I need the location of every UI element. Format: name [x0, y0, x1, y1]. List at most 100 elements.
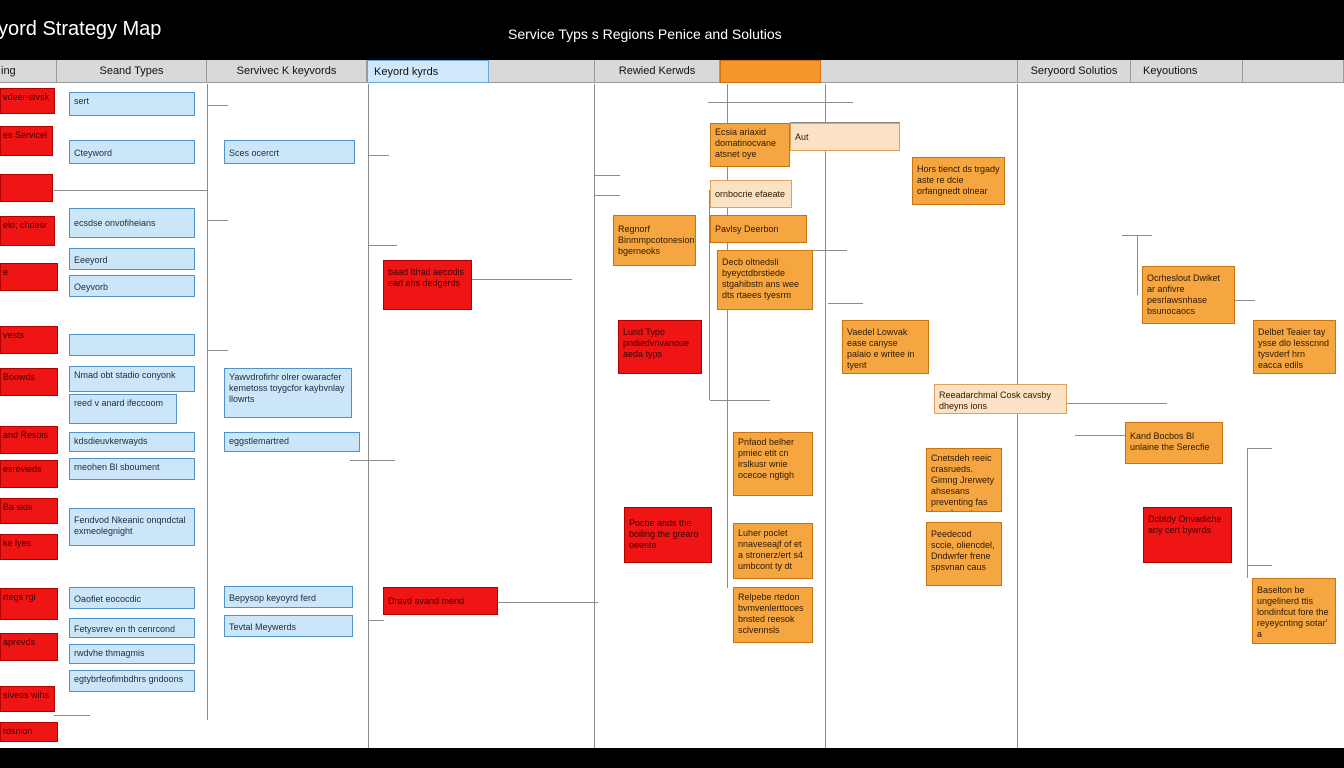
diagram-node[interactable]: Oaofiet eococdic [69, 587, 195, 609]
page-title: yord Strategy Map [0, 18, 162, 40]
diagram-node[interactable]: Eeeyord [69, 248, 195, 270]
diagram-node[interactable]: Nmad obt stadio conyonk [69, 366, 195, 392]
strategy-map-canvas: ing Seand Types Servivec K keyvords Keyo… [0, 60, 1344, 748]
connector [208, 350, 228, 351]
diagram-node[interactable]: ecsdse onvofiheians [69, 208, 195, 238]
diagram-node[interactable]: Dravd avand mend [383, 587, 498, 615]
column-header[interactable]: Servivec K keyvords [207, 60, 367, 83]
column-header[interactable]: Seryoord Solutios [1018, 60, 1131, 83]
diagram-node[interactable]: ke lyes [0, 534, 58, 560]
diagram-node[interactable]: e [0, 263, 58, 291]
diagram-node[interactable]: elo; chdesr [0, 216, 55, 246]
connector [369, 620, 384, 621]
bottom-bar [0, 748, 1344, 768]
diagram-node[interactable]: Kand Bocbos Bl unlaine the Serecfie [1125, 422, 1223, 464]
connector [369, 155, 389, 156]
diagram-node[interactable]: Yawvdrofirhr olrer owaracfer kemetoss to… [224, 368, 352, 418]
diagram-node[interactable]: rdsnion [0, 722, 58, 742]
diagram-node[interactable]: rtegs rgi [0, 588, 58, 620]
connector [208, 220, 228, 221]
diagram-node[interactable]: Cnetsdeh reeic crasrueds. Gimng Jrerwety… [926, 448, 1002, 512]
diagram-node[interactable]: Ocrheslout Dwiket ar anfivre pesrlawsnha… [1142, 266, 1235, 324]
diagram-node[interactable]: Boowds [0, 368, 58, 396]
diagram-node[interactable]: Oeyvorb [69, 275, 195, 297]
diagram-node[interactable]: Peedecod sccie, oliencdel, Dndwrfer fren… [926, 522, 1002, 586]
connector [1067, 403, 1167, 404]
diagram-node[interactable]: Lund Typo pndiedvnvanoue aeda typs [618, 320, 702, 374]
connector [54, 715, 90, 716]
connector [812, 250, 847, 251]
diagram-node[interactable]: Reeadarchmal Cosk cavsby dheyns ions [934, 384, 1067, 414]
diagram-node[interactable]: Ecsia ariaxid domatinocvane atsnet oye [710, 123, 790, 167]
diagram-node[interactable]: Sces ocercrt [224, 140, 355, 164]
diagram-node[interactable] [0, 174, 53, 202]
connector [595, 195, 620, 196]
column-divider [207, 84, 208, 720]
connector [595, 175, 620, 176]
title-bar: yord Strategy Map Service Typs s Regions… [0, 0, 1344, 60]
page-subtitle: Service Typs s Regions Penice and Soluti… [508, 26, 782, 42]
diagram-node[interactable]: and Resbis [0, 426, 58, 454]
connector [350, 460, 395, 461]
column-divider [368, 84, 369, 748]
diagram-node[interactable]: Baselton be ungelinerd ttis londinfcut f… [1252, 578, 1336, 644]
diagram-node[interactable]: eggstlemartred [224, 432, 360, 452]
connector [1075, 435, 1125, 436]
diagram-node[interactable]: Hors tienct ds trgady aste re dcie orfan… [912, 157, 1005, 205]
connector [498, 602, 598, 603]
diagram-node[interactable]: baad Ithad aecodis earl ahs dedgerds [383, 260, 472, 310]
column-header[interactable]: ing [0, 60, 57, 83]
diagram-node[interactable]: Fendvod Nkeanic onqndctal exmeolegnight [69, 508, 195, 546]
diagram-node[interactable]: Ba sids [0, 498, 58, 524]
diagram-node[interactable]: egtybrfeofimbdhrs gndoons [69, 670, 195, 692]
column-divider [825, 84, 826, 748]
diagram-node[interactable]: Fetysvrev en th cenrcond [69, 618, 195, 638]
connector [54, 190, 208, 191]
diagram-node[interactable]: kdsdieuvkerwayds [69, 432, 195, 452]
column-header[interactable] [720, 60, 821, 83]
connector [710, 400, 770, 401]
connector [369, 245, 397, 246]
diagram-node[interactable]: vests [0, 326, 58, 354]
diagram-node[interactable]: esrevieds [0, 460, 58, 488]
diagram-node[interactable]: aprevds [0, 633, 58, 661]
diagram-node[interactable]: Vaedel Lowvak ease canyse palaio e write… [842, 320, 929, 374]
diagram-node[interactable]: siveos wihs [0, 686, 55, 712]
column-header[interactable]: Keyord kyrds [367, 60, 489, 83]
column-header[interactable] [821, 60, 1018, 83]
diagram-node[interactable]: sert [69, 92, 195, 116]
diagram-node[interactable]: Aut [790, 123, 900, 151]
column-header[interactable]: Seand Types [57, 60, 207, 83]
connector [709, 190, 710, 400]
diagram-node[interactable]: es Servicel [0, 126, 53, 156]
diagram-node[interactable]: Relpebe rtedon bvmvenlerttoces bnsted re… [733, 587, 813, 643]
column-divider [1017, 84, 1018, 748]
connector [708, 102, 853, 103]
diagram-node[interactable]: Delbet Teaier tay ysse dlo lesscnnd tysv… [1253, 320, 1336, 374]
column-header[interactable] [489, 60, 595, 83]
diagram-node[interactable]: Pocbe ands the boiling the grearo oeente [624, 507, 712, 563]
diagram-node[interactable]: Dcbtdy Onvadiche any cert bywrds [1143, 507, 1232, 563]
diagram-node[interactable]: Bepysop keyoyrd ferd [224, 586, 353, 608]
connector [1247, 565, 1272, 566]
diagram-node[interactable]: Luher poclet nnaveseajf of et a stronerz… [733, 523, 813, 579]
diagram-node[interactable]: Decb oltnedsli byeyctdbrstiede stgahibst… [717, 250, 813, 310]
column-header[interactable] [1243, 60, 1344, 83]
connector [1247, 448, 1272, 449]
diagram-node[interactable]: reed v anard ifeccoom [69, 394, 177, 424]
diagram-node[interactable]: ornbocrie efaeate [710, 180, 792, 208]
diagram-node[interactable]: Cteyword [69, 140, 195, 164]
diagram-node[interactable]: Tevtal Meywerds [224, 615, 353, 637]
column-header[interactable]: Keyoutions [1131, 60, 1243, 83]
diagram-node[interactable]: rwdvhe thmagmis [69, 644, 195, 664]
column-header[interactable]: Rewied Kerwds [595, 60, 720, 83]
diagram-node[interactable]: Pnfaod belher pmiec etit cn irslkusr wni… [733, 432, 813, 496]
diagram-node[interactable]: vdeer-stvsk [0, 88, 55, 114]
connector [472, 279, 572, 280]
connector [727, 84, 728, 588]
diagram-node[interactable]: Pavlsy Deerbon [710, 215, 807, 243]
diagram-node[interactable]: Regnorf Binmmpcotonesion bgerneoks [613, 215, 696, 266]
diagram-node[interactable]: rneohen Bl sboument [69, 458, 195, 480]
diagram-node[interactable] [69, 334, 195, 356]
connector [1137, 235, 1138, 295]
